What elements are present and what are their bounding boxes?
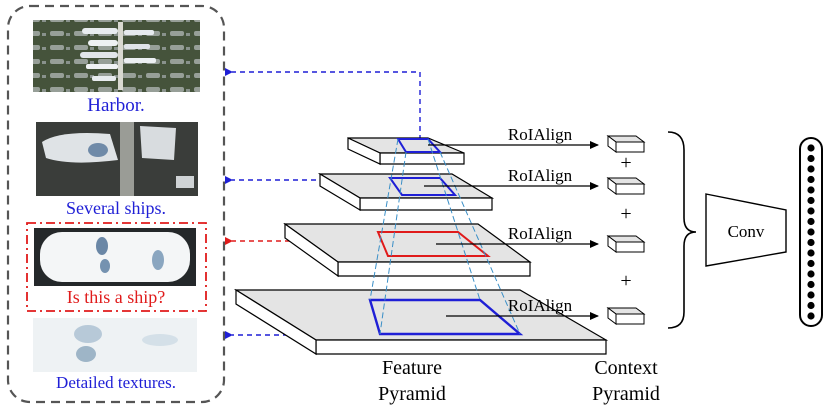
pyramid-guide-lines [369,138,521,335]
conv-block [705,193,787,267]
roialign-label-4: RoIAlign [508,296,573,315]
vector-dot [807,154,815,163]
vector-dot [807,238,815,247]
roi-box-level-2 [388,177,458,196]
feature-plate-3 [283,222,532,278]
vector-dot [807,186,815,194]
feedback-arrow-harbor [225,68,421,140]
context-pyramid-label-line1: Context [594,357,658,379]
ship-closeup-image [34,228,196,286]
roi-box-level-3 [376,231,491,257]
conv-label: Conv [728,222,765,241]
roialign-label-2: RoIAlign [508,166,573,185]
vector-dot [807,175,815,184]
vector-dot [807,228,815,236]
feature-plate-2 [317,172,495,212]
caption-textures: Detailed textures. [56,373,176,392]
caption-is-ship: Is this a ship? [67,287,166,307]
caption-harbor: Harbor. [87,95,145,116]
plus-icon-3: + [620,270,631,292]
context-brace [667,131,697,329]
textures-image [33,318,197,372]
context-box-4 [606,307,646,325]
vector-dot [807,291,815,299]
roialign-label-1: RoIAlign [508,125,573,144]
plus-icon-1: + [620,152,631,174]
vector-dot [807,301,815,310]
vector-dot [807,280,815,289]
harbor-image [33,20,200,92]
context-box-1 [606,135,646,153]
vector-dot [807,207,815,215]
vector-dot [807,144,815,152]
caption-several-ships: Several ships. [66,198,166,218]
vector-dot [807,249,815,257]
vector-dot [807,196,815,205]
feature-plate-4 [233,288,609,356]
output-feature-vector [799,137,823,327]
feature-pyramid-label-line2: Pyramid [378,383,446,405]
image-panel-border [6,4,226,404]
context-box-2 [606,177,646,195]
feature-plate-1 [347,137,465,165]
vector-dot [807,312,815,320]
vector-dot [807,217,815,226]
vector-dot [807,270,815,278]
ship-question-highlight [26,222,207,312]
plus-icon-2: + [620,203,631,225]
vector-dot [807,165,815,173]
several-ships-image [36,122,198,196]
context-pyramid-label-line2: Pyramid [592,383,660,405]
roialign-label-3: RoIAlign [508,224,573,243]
vector-dot [807,259,815,268]
feature-pyramid-label-line1: Feature [382,357,442,379]
context-box-3 [606,235,646,253]
